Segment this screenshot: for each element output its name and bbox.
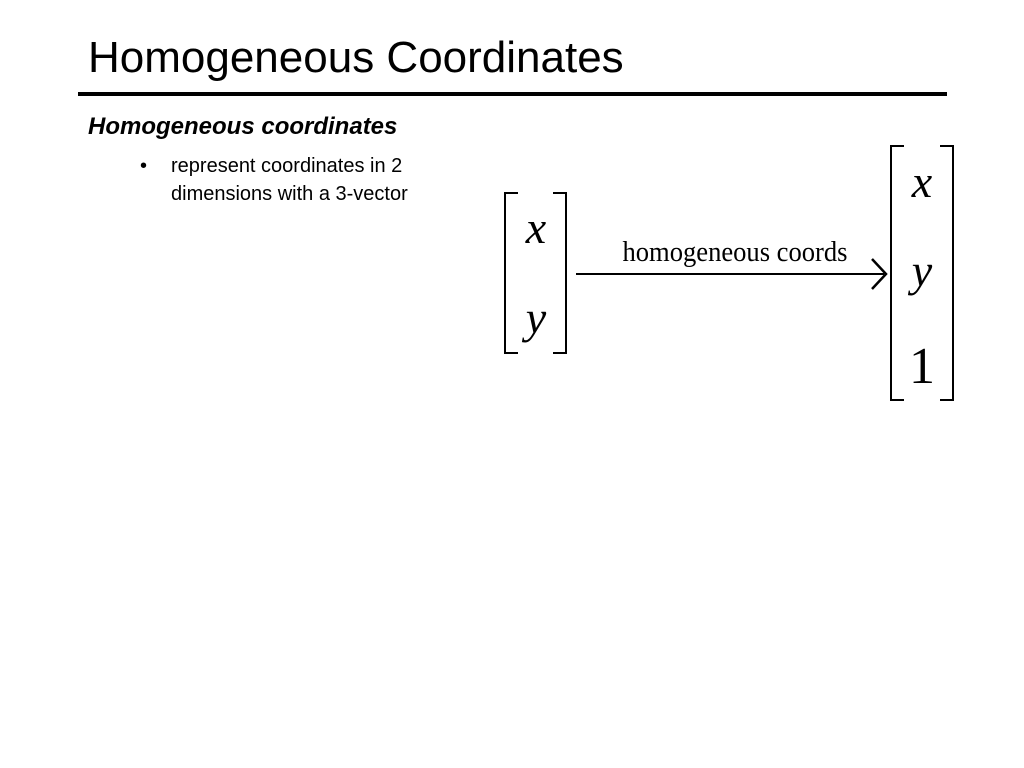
title-underline bbox=[78, 92, 947, 96]
section-heading: Homogeneous coordinates bbox=[88, 113, 398, 140]
bullet-item: • represent coordinates in 2 dimensions … bbox=[138, 152, 483, 208]
bullet-list: • represent coordinates in 2 dimensions … bbox=[138, 152, 483, 208]
input-x: x bbox=[525, 202, 547, 253]
bullet-text: represent coordinates in 2 dimensions wi… bbox=[171, 155, 408, 205]
left-vector-open-bracket bbox=[504, 192, 518, 354]
slide-title: Homogeneous Coordinates bbox=[88, 33, 624, 82]
arrow-head-icon bbox=[871, 258, 888, 290]
right-vector-close-bracket bbox=[940, 145, 954, 401]
right-vector-open-bracket bbox=[890, 145, 904, 401]
bullet-marker: • bbox=[140, 155, 148, 177]
equation-graphic: x y homogeneous coords x y 1 bbox=[504, 145, 954, 401]
input-y: y bbox=[522, 292, 547, 343]
output-y: y bbox=[908, 245, 933, 296]
homogeneous-equation: x y homogeneous coords x y 1 bbox=[490, 135, 970, 410]
output-one: 1 bbox=[909, 338, 935, 395]
output-x: x bbox=[911, 156, 933, 207]
left-vector-close-bracket bbox=[553, 192, 567, 354]
arrow-label: homogeneous coords bbox=[623, 237, 848, 268]
